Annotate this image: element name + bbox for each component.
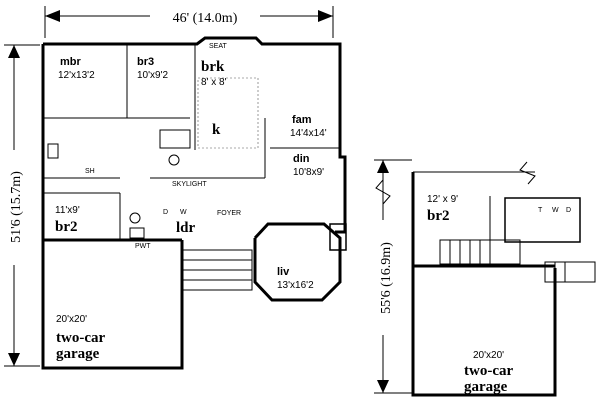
br3-label: br3	[137, 56, 154, 68]
mbr-size: 12'x13'2	[58, 70, 95, 81]
alt-br2-size: 12' x 9'	[427, 194, 458, 205]
brk-label: brk	[201, 59, 225, 75]
washer-label: W	[180, 209, 187, 216]
alt-garage-label-line1: two-car	[464, 363, 513, 379]
garage-label-line2: garage	[56, 346, 100, 362]
foyer-label: FOYER	[217, 210, 241, 217]
br2-size: 11'x9'	[55, 205, 80, 216]
alt-garage-size: 20'x20'	[473, 350, 504, 361]
depth-dimension: 51'6 (15.7m)	[4, 44, 40, 367]
width-dimension: 46' (14.0m)	[44, 6, 334, 38]
ldr-label: ldr	[176, 220, 196, 236]
din-label: din	[293, 153, 310, 165]
kitchen-label: k	[212, 122, 221, 138]
br2-label: br2	[55, 219, 78, 235]
garage-label-line1: two-car	[56, 330, 105, 346]
alt-floor-walls	[411, 161, 596, 397]
alt-depth-label: 55'6 (16.9m)	[379, 242, 394, 314]
alt-dryer-label: D	[566, 207, 571, 214]
width-label: 46' (14.0m)	[173, 11, 238, 26]
depth-label: 51'6 (15.7m)	[9, 171, 24, 243]
alt-garage-label-line2: garage	[464, 379, 508, 395]
liv-size: 13'x16'2	[277, 280, 314, 291]
fam-label: fam	[292, 114, 312, 126]
alt-depth-dimension: 55'6 (16.9m)	[373, 159, 412, 394]
fam-size: 14'4x14'	[290, 128, 327, 139]
din-size: 10'8x9'	[293, 167, 324, 178]
alt-br2-label: br2	[427, 208, 450, 224]
garage-size: 20'x20'	[56, 314, 87, 325]
main-floor-walls	[41, 36, 347, 370]
dryer-label: D	[163, 209, 168, 216]
brk-size: 8' x 8'	[201, 77, 227, 88]
skylight-label: SKYLIGHT	[172, 181, 207, 188]
alt-washer-label: W	[552, 207, 559, 214]
pwt-label: PWT	[135, 243, 151, 250]
sh-label: SH	[85, 168, 95, 175]
mbr-label: mbr	[60, 56, 82, 68]
alt-tub-label: T	[538, 207, 543, 214]
liv-label: liv	[277, 266, 290, 278]
br3-size: 10'x9'2	[137, 70, 169, 81]
seat-label: SEAT	[209, 43, 227, 50]
